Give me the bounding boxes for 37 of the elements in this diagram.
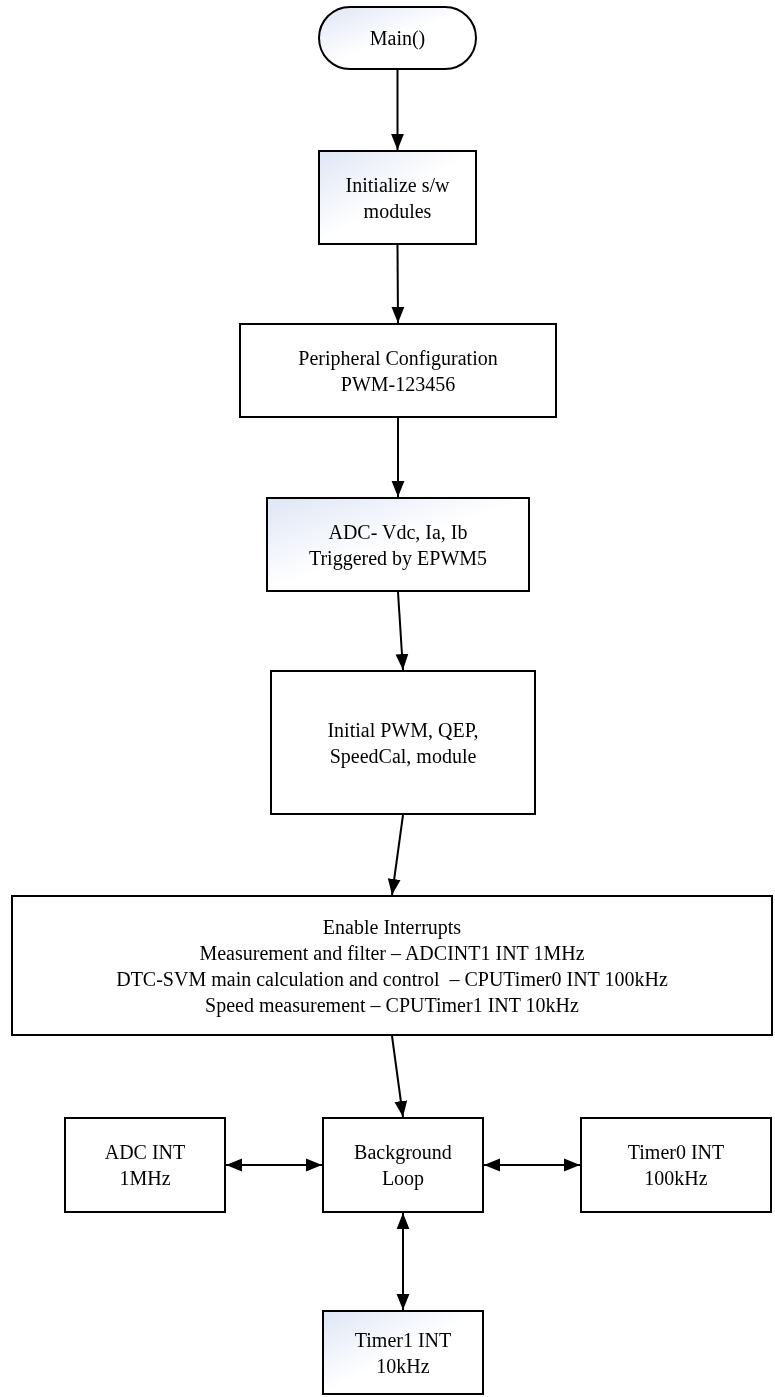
box-text: 1MHz <box>119 1166 171 1191</box>
box-text: Timer0 INT <box>627 1140 725 1165</box>
box-text: Main() <box>369 26 426 51</box>
box-text: 100kHz <box>644 1166 708 1191</box>
arrow <box>396 1212 410 1311</box>
process-box <box>322 1310 484 1395</box>
arrow <box>225 1158 323 1172</box>
box-text: PWM-123456 <box>340 371 456 397</box>
process-box <box>580 1117 772 1213</box>
process-box <box>322 1117 484 1213</box>
arrow <box>391 1035 408 1118</box>
terminal-pill <box>318 6 477 70</box>
arrow <box>387 814 404 896</box>
box-text: ADC INT <box>104 1140 186 1165</box>
box-text: Timer1 INT <box>354 1327 452 1353</box>
arrow <box>395 591 409 671</box>
arrow <box>391 244 405 324</box>
box-text: Speed measurement – CPUTimer1 INT 10kHz <box>205 992 579 1018</box>
process-box <box>318 150 477 245</box>
process-box <box>239 323 557 418</box>
arrow <box>483 1158 581 1172</box>
process-box <box>64 1117 226 1213</box>
process-box <box>266 497 530 592</box>
box-text: DTC-SVM main calculation and control – CPUTimer0 INT 100kHz <box>116 966 668 992</box>
box-text: Enable Interrupts <box>322 914 462 940</box>
box-text: ADC- Vdc, Ia, Ib <box>328 519 468 545</box>
box-text: 10kHz <box>376 1353 430 1379</box>
arrow <box>391 69 404 151</box>
box-text: Initialize s/w modules <box>344 172 451 224</box>
arrow <box>391 417 405 498</box>
box-text: Measurement and filter – ADCINT1 INT 1MHz <box>199 940 585 966</box>
process-box <box>270 670 536 815</box>
process-box <box>11 895 773 1036</box>
box-text: Peripheral Configuration <box>298 345 498 371</box>
box-text: Triggered by EPWM5 <box>308 545 488 571</box>
box-text: Initial PWM, QEP, SpeedCal, module <box>326 717 480 769</box>
box-text: Background Loop <box>353 1140 453 1191</box>
